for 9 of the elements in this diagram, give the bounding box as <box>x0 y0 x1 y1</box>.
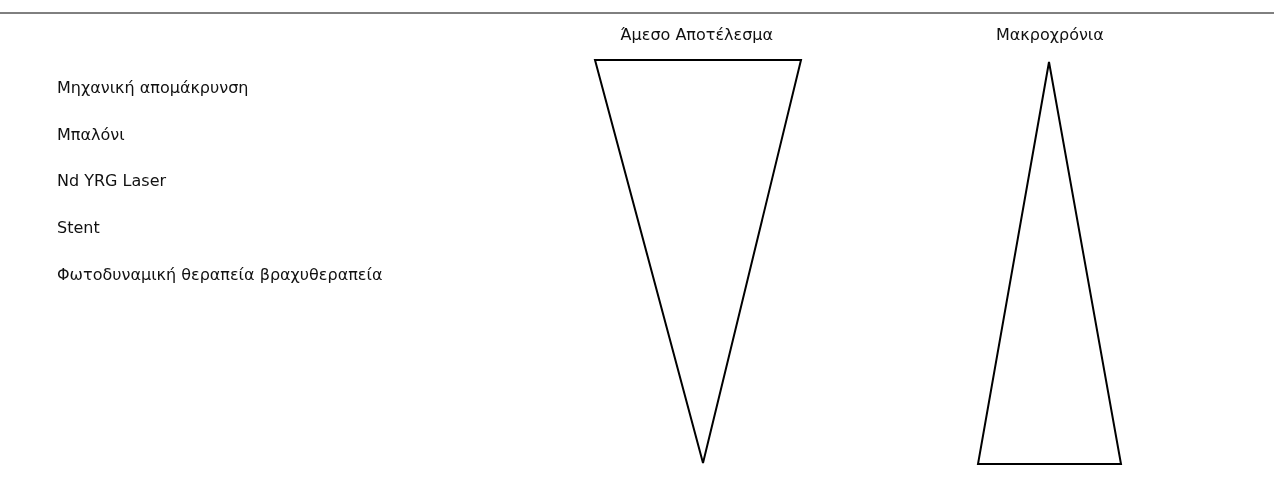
row-label: Μπαλόνι <box>57 125 125 145</box>
column-heading: Μακροχρόνια <box>996 25 1104 45</box>
column-heading: Άμεσο Αποτέλεσμα <box>620 25 774 45</box>
row-label: Stent <box>57 218 100 238</box>
row-label: Μηχανική απομάκρυνση <box>57 78 249 98</box>
row-label: Nd YRG Laser <box>57 171 167 191</box>
row-label: Φωτοδυναμική θεραπεία βραχυθεραπεία <box>57 265 383 285</box>
inverted-triangle <box>593 59 803 464</box>
upright-triangle <box>976 61 1123 465</box>
